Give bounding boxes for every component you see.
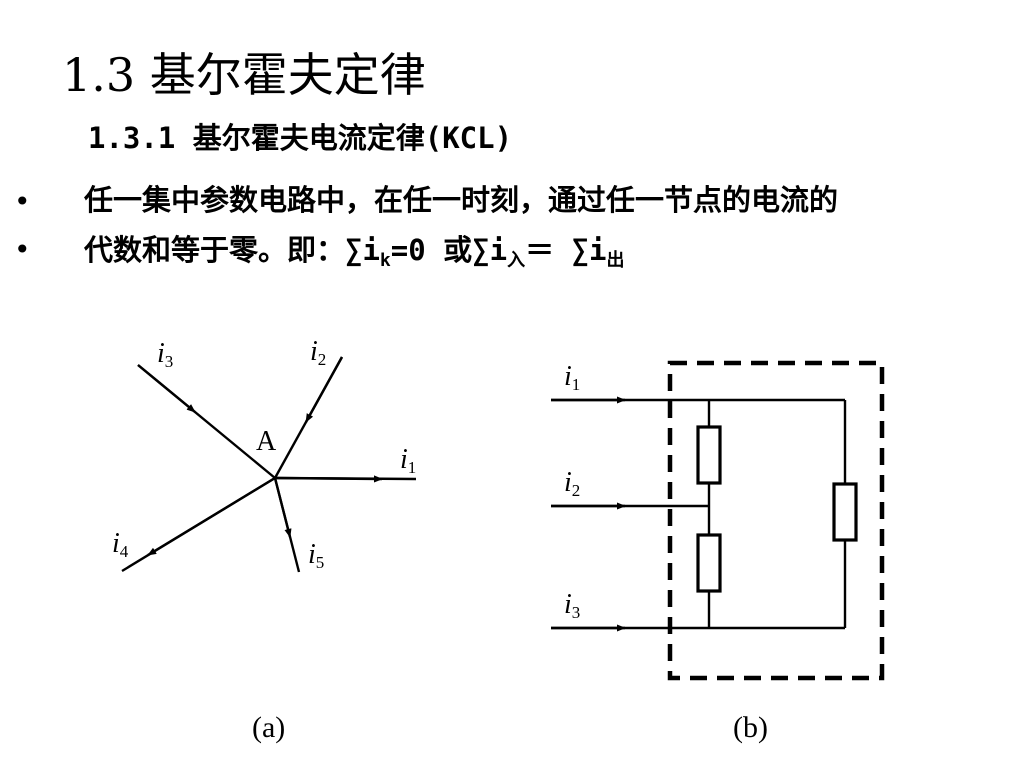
section-heading: 1.3.1 基尔霍夫电流定律(KCL): [88, 121, 513, 155]
label-a-i1: i1: [400, 444, 416, 477]
kcl-text-mid2: ＝ ∑i: [525, 233, 607, 267]
figure-a-node-diagram: [121, 356, 417, 573]
bullet-marker: •: [14, 185, 31, 218]
resistor-2: [696, 533, 722, 593]
label-b-i3: i3: [564, 589, 580, 622]
label-b-i2: i2: [564, 467, 580, 500]
label-a-i5: i5: [308, 539, 324, 572]
subscript-out: 出: [606, 250, 625, 271]
resistor-1: [696, 425, 722, 485]
bullet-line-2: 代数和等于零。即：∑ik=0 或∑i入＝ ∑i出: [84, 236, 624, 270]
caption-a: (a): [252, 711, 285, 744]
label-a-i3: i3: [157, 338, 173, 371]
subscript-k: k: [379, 250, 391, 271]
label-a-i4: i4: [112, 528, 129, 561]
branch-i3-arrow: [137, 364, 196, 413]
kcl-text-mid: =0 或∑i: [390, 233, 508, 267]
branch-i4-arrow: [147, 476, 276, 557]
subscript-in: 入: [507, 250, 526, 271]
label-a-i2: i2: [310, 336, 326, 369]
resistor-3: [832, 482, 858, 542]
bullet-marker: •: [14, 233, 31, 266]
branch-i1-arrow: [274, 475, 383, 483]
slide-title: 1.3 基尔霍夫定律: [62, 48, 426, 102]
figure-b-circuit: [551, 360, 885, 681]
bullet-line-1: 任一集中参数电路中，在任一时刻，通过任一节点的电流的: [84, 183, 839, 217]
branch-i2-arrow: [304, 356, 344, 423]
kcl-text-pre: 代数和等于零。即：∑i: [84, 233, 380, 267]
branch-i5-arrow: [273, 477, 292, 538]
dashed-boundary: [667, 360, 885, 681]
label-b-i1: i1: [564, 361, 580, 394]
caption-b: (b): [733, 711, 768, 744]
node-label-a: A: [256, 426, 277, 457]
